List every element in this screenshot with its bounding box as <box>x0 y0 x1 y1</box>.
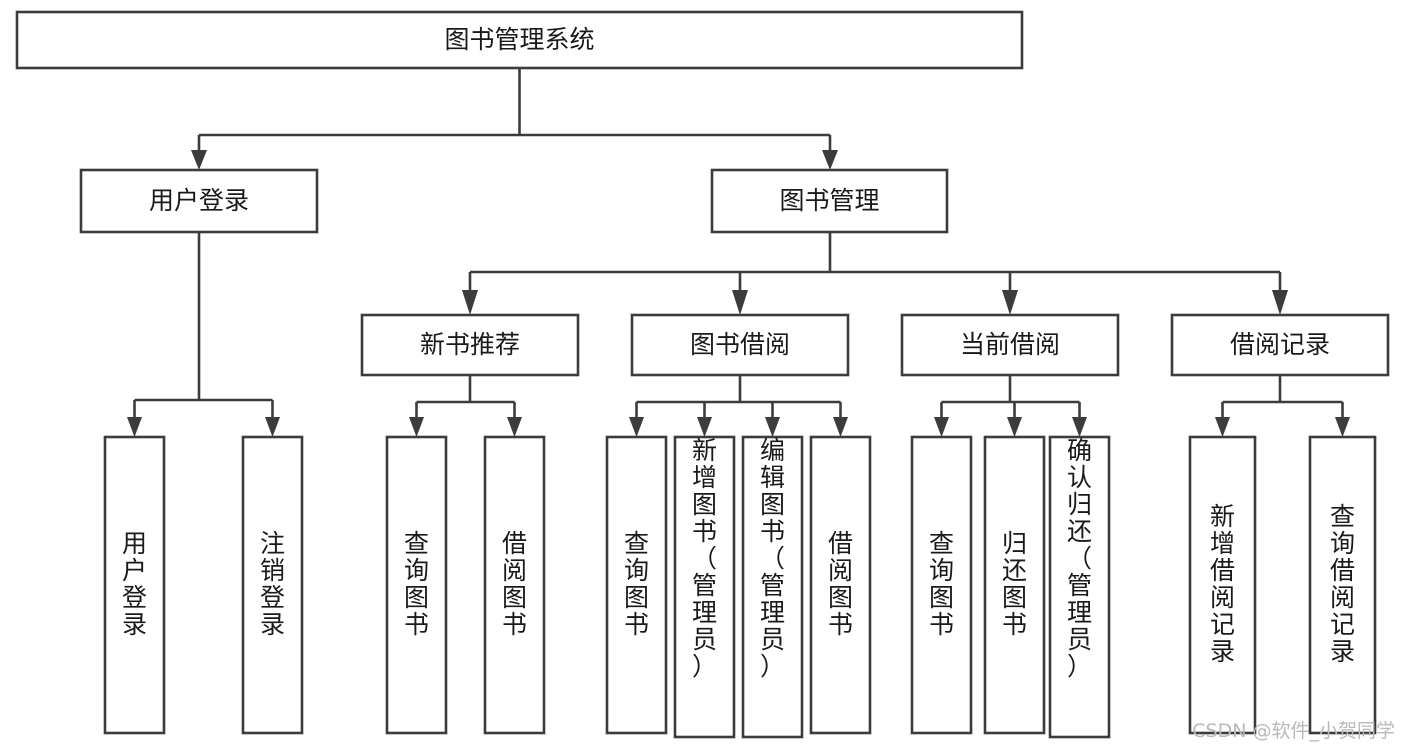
node-root-0[interactable]: 图书管理系统 <box>15 10 1024 70</box>
node-box-level3-3[interactable] <box>1170 313 1390 377</box>
node-label-leaf-9: 归还图书 <box>1002 529 1027 639</box>
node-label-leaf-10: 确认归还（管理员） <box>1067 436 1092 681</box>
node-leaf-1[interactable]: 注销登录 <box>241 435 304 735</box>
node-label-leaf-12: 查询借阅记录 <box>1330 502 1355 666</box>
node-leaf-5[interactable]: 新增图书（管理员） <box>673 435 736 739</box>
node-label-leaf-6: 编辑图书（管理员） <box>760 436 785 681</box>
node-label-level2-1: 图书管理 <box>779 186 879 215</box>
node-box-leaf-8[interactable] <box>910 435 973 735</box>
node-leaf-0[interactable]: 用户登录 <box>103 435 166 735</box>
node-box-level3-0[interactable] <box>360 313 580 377</box>
node-label-leaf-4: 查询图书 <box>624 529 649 639</box>
arrow-head-record-query <box>1335 417 1350 437</box>
node-label-leaf-5: 新增图书（管理员） <box>692 436 717 681</box>
node-label-leaf-1: 注销登录 <box>260 529 285 639</box>
node-box-level2-1[interactable] <box>710 168 949 234</box>
arrow-head-borrow-edit <box>765 417 780 437</box>
arrow-head-leaf-user-login <box>127 417 142 437</box>
node-box-leaf-1[interactable] <box>241 435 304 735</box>
node-box-level2-0[interactable] <box>79 168 319 234</box>
arrow-head-borrow-lend <box>833 417 848 437</box>
node-label-level2-0: 用户登录 <box>149 186 249 215</box>
connector-layer <box>127 68 1350 437</box>
node-leaf-6[interactable]: 编辑图书（管理员） <box>741 435 804 739</box>
arrow-head-newbook-borrow <box>507 417 522 437</box>
node-label-leaf-0: 用户登录 <box>122 529 147 639</box>
nodes-layer: 图书管理系统用户登录图书管理新书推荐图书借阅当前借阅借阅记录用户登录注销登录查询… <box>15 10 1390 739</box>
arrow-head-current <box>1002 290 1018 315</box>
node-label-leaf-8: 查询图书 <box>929 529 954 639</box>
node-box-leaf-6[interactable] <box>741 435 804 739</box>
node-box-level3-1[interactable] <box>630 313 850 377</box>
node-leaf-9[interactable]: 归还图书 <box>983 435 1046 735</box>
node-level3-3[interactable]: 借阅记录 <box>1170 313 1390 377</box>
node-level2-0[interactable]: 用户登录 <box>79 168 319 234</box>
node-box-leaf-7[interactable] <box>809 435 872 735</box>
node-leaf-2[interactable]: 查询图书 <box>385 435 448 735</box>
node-label-leaf-3: 借阅图书 <box>502 529 527 639</box>
node-level2-1[interactable]: 图书管理 <box>710 168 949 234</box>
node-leaf-7[interactable]: 借阅图书 <box>809 435 872 735</box>
node-leaf-10[interactable]: 确认归还（管理员） <box>1048 435 1111 739</box>
node-label-leaf-2: 查询图书 <box>404 529 429 639</box>
node-label-leaf-7: 借阅图书 <box>828 529 853 639</box>
node-leaf-11[interactable]: 新增借阅记录 <box>1188 435 1257 735</box>
node-box-root-0[interactable] <box>15 10 1024 70</box>
node-leaf-12[interactable]: 查询借阅记录 <box>1308 435 1377 735</box>
node-box-leaf-9[interactable] <box>983 435 1046 735</box>
arrow-head-current-confirm <box>1072 417 1087 437</box>
node-level3-0[interactable]: 新书推荐 <box>360 313 580 377</box>
node-label-level3-1: 图书借阅 <box>690 330 790 359</box>
arrow-head-current-return <box>1007 417 1022 437</box>
node-box-leaf-2[interactable] <box>385 435 448 735</box>
node-box-leaf-0[interactable] <box>103 435 166 735</box>
node-leaf-8[interactable]: 查询图书 <box>910 435 973 735</box>
arrow-head-current-query <box>934 417 949 437</box>
arrow-head-newbook <box>462 290 478 315</box>
node-box-leaf-5[interactable] <box>673 435 736 739</box>
node-box-leaf-10[interactable] <box>1048 435 1111 739</box>
node-label-level3-0: 新书推荐 <box>420 330 520 359</box>
arrow-head-record <box>1272 290 1288 315</box>
arrow-head-record-add <box>1215 417 1230 437</box>
node-label-leaf-11: 新增借阅记录 <box>1210 502 1235 666</box>
node-box-leaf-4[interactable] <box>605 435 668 735</box>
node-box-level3-2[interactable] <box>900 313 1120 377</box>
arrow-head-borrow <box>732 290 748 315</box>
node-level3-2[interactable]: 当前借阅 <box>900 313 1120 377</box>
node-label-root-0: 图书管理系统 <box>444 25 594 54</box>
arrow-head-user-login <box>191 150 207 170</box>
node-level3-1[interactable]: 图书借阅 <box>630 313 850 377</box>
node-leaf-4[interactable]: 查询图书 <box>605 435 668 735</box>
arrow-head-newbook-query <box>409 417 424 437</box>
node-label-level3-2: 当前借阅 <box>960 330 1060 359</box>
arrow-head-book-mgmt <box>822 150 838 170</box>
arrow-head-borrow-add <box>697 417 712 437</box>
arrow-head-leaf-logout <box>265 417 280 437</box>
node-label-level3-3: 借阅记录 <box>1230 330 1330 359</box>
node-box-leaf-3[interactable] <box>483 435 546 735</box>
node-box-leaf-11[interactable] <box>1188 435 1257 735</box>
node-box-leaf-12[interactable] <box>1308 435 1377 735</box>
node-leaf-3[interactable]: 借阅图书 <box>483 435 546 735</box>
arrow-head-borrow-query <box>629 417 644 437</box>
